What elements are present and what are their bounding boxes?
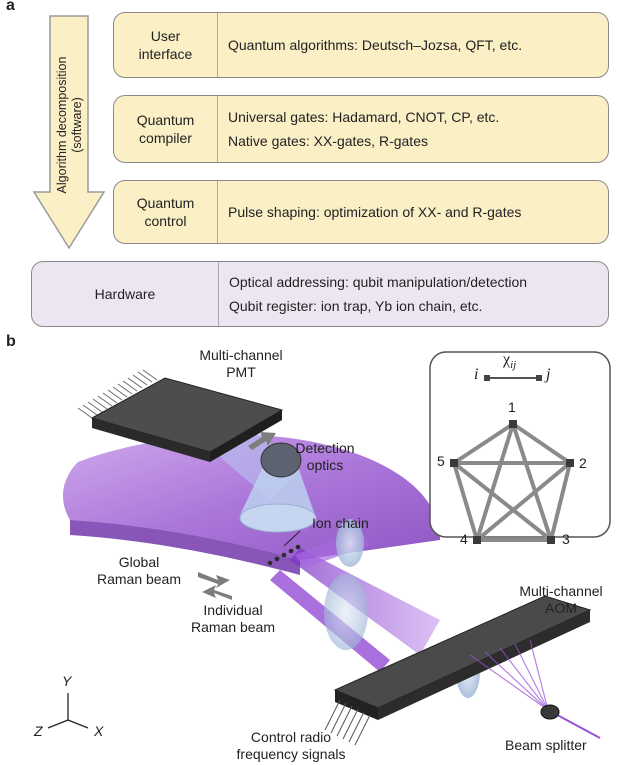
panel-b-letter: b [6, 333, 16, 350]
detection-label-line2: optics [306, 457, 344, 473]
aom-label-line1: Multi-channel [519, 583, 603, 599]
inset-chi-symbol: χ [503, 351, 511, 368]
beam-splitter [540, 704, 560, 720]
quantum-compiler-label: Quantum compiler [114, 96, 218, 162]
pmt-label-line1: Multi-channel [199, 347, 283, 363]
pmt-side [210, 410, 282, 462]
aom-front [335, 690, 378, 720]
compiler-native-gates: Native gates: XX-gates, R-gates [228, 133, 428, 149]
coupling-graph-edges [452, 422, 572, 542]
inset-i-label: i [474, 366, 479, 383]
detection-label-line1: Detection [295, 440, 355, 456]
hardware-box: Hardware Optical addressing: qubit manip… [31, 261, 609, 327]
beam-splitter-label: Beam splitter [505, 737, 587, 753]
panel-a-letter: a [6, 0, 15, 14]
global-label-line2: Raman beam [96, 571, 182, 587]
coupling-end-j [536, 375, 542, 381]
individual-label-line1: Individual [203, 602, 263, 618]
quantum-compiler-box: Quantum compiler Universal gates: Hadama… [113, 95, 609, 163]
control-pulse-shaping: Pulse shaping: optimization of XX- and R… [228, 204, 522, 220]
hardware-label: Hardware [32, 262, 219, 326]
inset-j-label: j [546, 366, 551, 383]
ion-chain [267, 544, 301, 566]
coupling-end-i [484, 375, 490, 381]
hardware-optical-addressing: Optical addressing: qubit manipulation/d… [229, 274, 528, 290]
quantum-control-label: Quantum control [114, 181, 218, 243]
axis-z-label: Z [34, 723, 43, 739]
graph-node-label-5: 5 [437, 453, 445, 469]
pmt-label-line2: PMT [226, 364, 256, 380]
graph-node-label-4: 4 [460, 531, 468, 547]
control-label-line1: Control radio [250, 729, 332, 745]
graph-node-label-1: 1 [508, 399, 516, 415]
graph-node-label-2: 2 [579, 455, 587, 471]
user-interface-desc: Quantum algorithms: Deutsch–Jozsa, QFT, … [228, 37, 523, 53]
detection-optics-label: Detection optics [280, 440, 370, 474]
ion-chain-label: Ion chain [312, 515, 369, 531]
graph-node-label-3: 3 [562, 531, 570, 547]
individual-label-line2: Raman beam [190, 619, 276, 635]
inset-chi-label: χij [503, 351, 516, 374]
control-rf-label: Control radio frequency signals [226, 729, 356, 763]
pmt-front [92, 418, 210, 462]
compiler-universal-gates: Universal gates: Hadamard, CNOT, CP, etc… [228, 109, 500, 125]
aom-label: Multi-channel AOM [506, 583, 616, 617]
aom-label-line2: AOM [545, 600, 577, 616]
axis-x-label: X [94, 723, 104, 739]
arrows [198, 432, 276, 600]
pmt-label: Multi-channel PMT [186, 347, 296, 381]
pmt-pins [77, 369, 158, 419]
ion-chain-pointer [283, 530, 301, 547]
user-interface-box: User interface Quantum algorithms: Deuts… [113, 12, 609, 78]
individual-lens [324, 574, 368, 650]
quantum-control-box: Quantum control Pulse shaping: optimizat… [113, 180, 609, 244]
global-raman-label: Global Raman beam [84, 554, 194, 588]
axis-y-label: Y [62, 673, 72, 689]
global-lens [336, 519, 364, 567]
global-label-line1: Global [118, 554, 160, 570]
trap-plate-edge [70, 520, 300, 575]
detection-lens [260, 442, 302, 478]
aom-pins [324, 699, 371, 746]
individual-raman-label: Individual Raman beam [178, 602, 288, 636]
hardware-qubit-register: Qubit register: ion trap, Yb ion chain, … [229, 298, 483, 314]
inset-chi-subscript: ij [510, 359, 517, 372]
control-label-line2: frequency signals [236, 746, 346, 762]
detection-cone-base [239, 503, 317, 533]
splitter-fan [469, 639, 549, 711]
axes [47, 693, 89, 729]
coupling-graph-nodes [450, 420, 574, 544]
user-interface-label: User interface [114, 13, 218, 77]
